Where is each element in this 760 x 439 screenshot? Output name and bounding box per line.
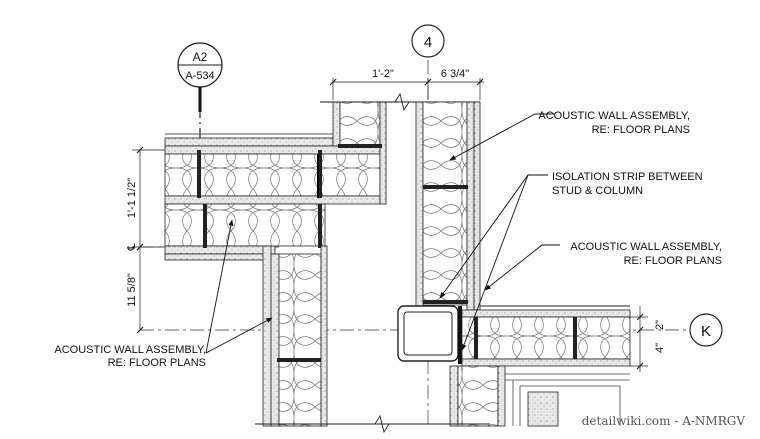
callout-isolation-strip: ISOLATION STRIP BETWEEN STUD & COLUMN [552, 171, 703, 197]
callout-acoustic-mid-line1: ACOUSTIC WALL ASSEMBLY, [570, 241, 722, 253]
section-tag-detail: A2 [193, 50, 208, 64]
callout-isolation-line2: STUD & COLUMN [552, 185, 643, 197]
callout-acoustic-left-line2: RE: FLOOR PLANS [108, 357, 206, 369]
callout-acoustic-top-line2: RE: FLOOR PLANS [592, 124, 690, 136]
upper-center-wall [320, 92, 480, 205]
callout-acoustic-mid: ACOUSTIC WALL ASSEMBLY, RE: FLOOR PLANS [570, 241, 722, 267]
lower-left-vertical-wall [262, 245, 328, 427]
right-vertical-wall [415, 101, 481, 311]
callout-acoustic-left: ACOUSTIC WALL ASSEMBLY, RE: FLOOR PLANS [54, 344, 206, 369]
grid-bubble-4: 4 [411, 24, 445, 58]
dim-right-lower: 4" [654, 343, 666, 353]
section-tag: A2 A-534 [177, 42, 223, 112]
lower-horizontal-wall [164, 203, 326, 261]
callout-isolation-line1: ISOLATION STRIP BETWEEN [552, 171, 703, 183]
callout-acoustic-top: ACOUSTIC WALL ASSEMBLY, RE: FLOOR PLANS [538, 110, 690, 136]
callout-acoustic-left-line1: ACOUSTIC WALL ASSEMBLY, [54, 344, 206, 356]
grid-bubble-4-label: 4 [424, 34, 432, 51]
dim-centerline: ℄ [126, 243, 138, 251]
right-horizontal-wall [461, 305, 631, 367]
dimension-lines [132, 78, 648, 372]
steel-column [397, 305, 462, 364]
grid-bubble-k: K [689, 313, 723, 347]
watermark: detailwiki.com - A-NMRGV [582, 414, 746, 428]
callout-acoustic-mid-line2: RE: FLOOR PLANS [624, 255, 722, 267]
callout-acoustic-top-line1: ACOUSTIC WALL ASSEMBLY, [538, 110, 690, 122]
dim-top-left: 1'-2" [372, 68, 394, 80]
leader-lines [205, 113, 560, 354]
dim-left-lower: 11 5/8" [126, 273, 138, 307]
lower-right-wall [449, 365, 630, 427]
break-lines [255, 414, 490, 434]
dim-top-right: 6 3/4" [441, 68, 469, 80]
dim-left-upper: 1'-1 1/2" [126, 178, 138, 218]
grid-bubble-k-label: K [701, 323, 711, 340]
dim-right-upper: 2" [654, 320, 666, 330]
section-tag-sheet: A-534 [185, 70, 214, 82]
